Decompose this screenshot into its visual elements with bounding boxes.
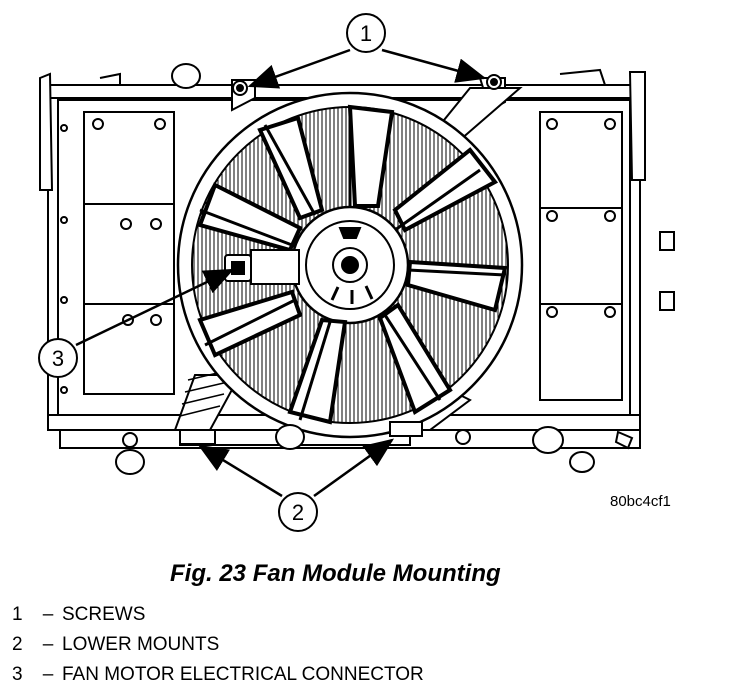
radiator-grommets: [115, 63, 675, 475]
svg-text:3: 3: [52, 346, 64, 371]
legend-item: 1–SCREWS: [12, 600, 424, 630]
legend-number: 2: [12, 634, 23, 655]
callout-2: 2: [197, 438, 395, 532]
legend-label: FAN MOTOR ELECTRICAL CONNECTOR: [62, 664, 424, 685]
callout-3: 3: [38, 268, 235, 378]
legend-number: 1: [12, 604, 23, 625]
legend-number: 3: [12, 664, 23, 685]
legend-item: 3–FAN MOTOR ELECTRICAL CONNECTOR: [12, 660, 424, 690]
legend-separator: –: [42, 604, 54, 625]
left-shroud-panels: [60, 111, 175, 395]
legend-label: SCREWS: [62, 604, 146, 625]
legend-item: 2–LOWER MOUNTS: [12, 630, 424, 660]
motor-hub: [305, 220, 395, 310]
legend: 1–SCREWS 2–LOWER MOUNTS 3–FAN MOTOR ELEC…: [12, 600, 424, 690]
callout-1: 1: [247, 13, 487, 89]
right-shroud-panels: [539, 111, 623, 401]
lower-mounts: [179, 421, 423, 445]
fan-spokes: [199, 110, 506, 421]
screws: [232, 74, 502, 96]
svg-text:2: 2: [292, 500, 304, 525]
figure-caption: Fig. 23 Fan Module Mounting: [170, 560, 501, 587]
legend-separator: –: [42, 664, 54, 685]
svg-text:1: 1: [360, 21, 372, 46]
figure-reference-code: 80bc4cf1: [610, 493, 671, 510]
fan-motor-connector: [224, 249, 300, 285]
legend-label: LOWER MOUNTS: [62, 634, 220, 655]
fan-module-diagram: 1 2 3: [38, 13, 675, 532]
fan-assembly: [176, 91, 524, 439]
legend-separator: –: [42, 634, 54, 655]
